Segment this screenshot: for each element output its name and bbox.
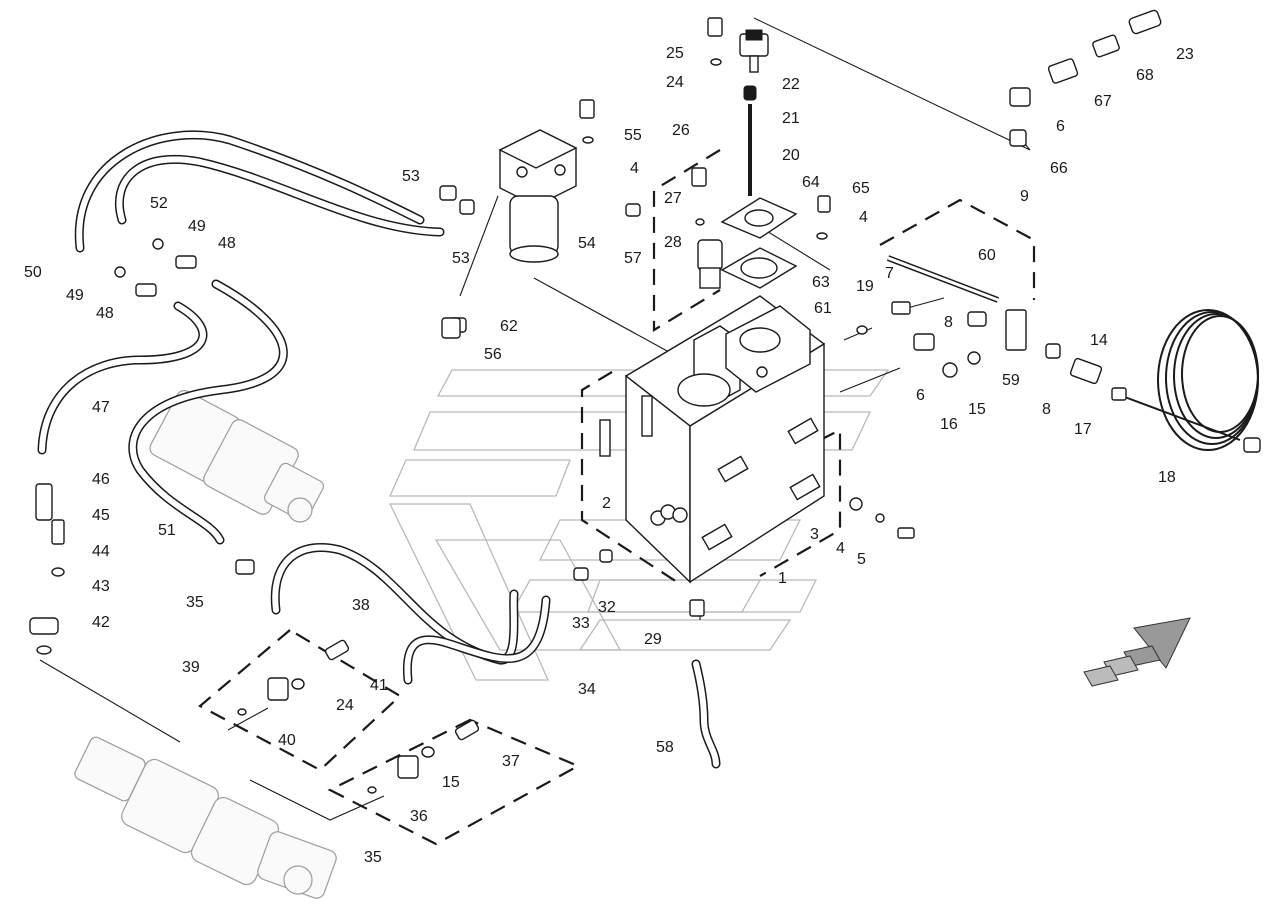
callout-51: 51: [158, 522, 176, 539]
callout-26: 26: [672, 122, 690, 139]
gasket: [720, 247, 798, 289]
callout-42: 42: [92, 614, 110, 631]
hydraulic-tank: [624, 295, 826, 584]
callout-63: 63: [812, 274, 830, 291]
callout-29: 29: [644, 631, 662, 648]
callout-54: 54: [578, 235, 596, 252]
breather-cap: [739, 29, 769, 73]
callout-37: 37: [502, 753, 520, 770]
callout-57: 57: [624, 250, 642, 267]
callout-53: 53: [452, 250, 470, 267]
callout-56: 56: [484, 346, 502, 363]
callout-23: 23: [1176, 46, 1194, 63]
callout-1: 1: [778, 570, 787, 587]
level-gauge: [697, 239, 723, 289]
callout-25: 25: [666, 45, 684, 62]
callout-18: 18: [1158, 469, 1176, 486]
callout-52: 52: [150, 195, 168, 212]
callout-67: 67: [1094, 93, 1112, 110]
callout-9: 9: [1020, 188, 1029, 205]
callout-3: 3: [810, 526, 819, 543]
callout-49: 49: [66, 287, 84, 304]
callout-17: 17: [1074, 421, 1092, 438]
callout-4: 4: [630, 160, 639, 177]
callout-50: 50: [24, 264, 42, 281]
callout-4: 4: [836, 540, 845, 557]
callout-62: 62: [500, 318, 518, 335]
callout-16: 16: [940, 416, 958, 433]
hoses: [37, 130, 721, 769]
callout-39: 39: [182, 659, 200, 676]
callout-32: 32: [598, 599, 616, 616]
callout-28: 28: [664, 234, 682, 251]
callout-40: 40: [278, 732, 296, 749]
callout-8: 8: [1042, 401, 1051, 418]
direction-arrow-icon: [1083, 617, 1191, 687]
return-filter: [498, 129, 578, 263]
callout-27: 27: [664, 190, 682, 207]
pump-upper-ghost: [149, 390, 325, 523]
callout-2: 2: [602, 495, 611, 512]
callout-41: 41: [370, 677, 388, 694]
callout-24: 24: [666, 74, 684, 91]
callout-6: 6: [1056, 118, 1065, 135]
callout-68: 68: [1136, 67, 1154, 84]
fittings: [29, 9, 1162, 794]
callout-61: 61: [814, 300, 832, 317]
callout-65: 65: [852, 180, 870, 197]
cover-plate: [720, 197, 798, 239]
callout-36: 36: [410, 808, 428, 825]
callout-15: 15: [442, 774, 460, 791]
callout-64: 64: [802, 174, 820, 191]
callout-60: 60: [978, 247, 996, 264]
callout-59: 59: [1002, 372, 1020, 389]
callout-48: 48: [218, 235, 236, 252]
callout-14: 14: [1090, 332, 1108, 349]
pump-lower-ghost: [74, 736, 337, 899]
assembly-outlines: [198, 149, 1036, 846]
callout-47: 47: [92, 399, 110, 416]
callout-35: 35: [186, 594, 204, 611]
callout-43: 43: [92, 578, 110, 595]
callout-53: 53: [402, 168, 420, 185]
callout-labels: 1 2 3 4 4 4 5 6 6 7 8 8 9 14 15 15 16 17…: [24, 45, 1194, 866]
callout-44: 44: [92, 543, 110, 560]
callout-33: 33: [572, 615, 590, 632]
callout-21: 21: [782, 110, 800, 127]
callout-19: 19: [856, 278, 874, 295]
callout-55: 55: [624, 127, 642, 144]
callout-45: 45: [92, 507, 110, 524]
callout-8: 8: [944, 314, 953, 331]
callout-34: 34: [578, 681, 596, 698]
callout-20: 20: [782, 147, 800, 164]
callout-24: 24: [336, 697, 354, 714]
callout-58: 58: [656, 739, 674, 756]
callout-5: 5: [857, 551, 866, 568]
dipstick: [743, 85, 757, 196]
callout-49: 49: [188, 218, 206, 235]
callout-15: 15: [968, 401, 986, 418]
coiled-hose: [1111, 309, 1261, 453]
callout-4: 4: [859, 209, 868, 226]
callout-6: 6: [916, 387, 925, 404]
callout-38: 38: [352, 597, 370, 614]
callout-22: 22: [782, 76, 800, 93]
callout-48: 48: [96, 305, 114, 322]
callout-7: 7: [885, 265, 894, 282]
callout-35: 35: [364, 849, 382, 866]
callout-66: 66: [1050, 160, 1068, 177]
callout-46: 46: [92, 471, 110, 488]
